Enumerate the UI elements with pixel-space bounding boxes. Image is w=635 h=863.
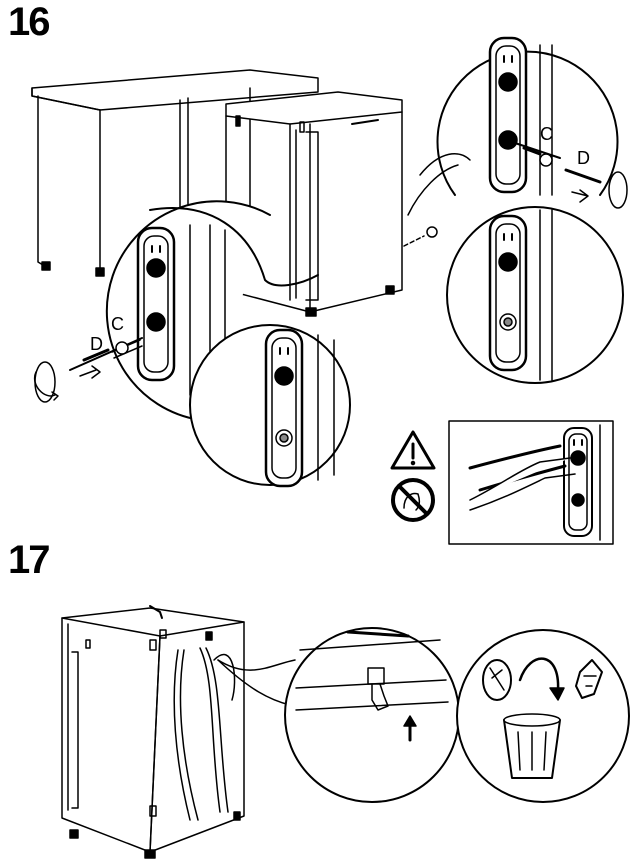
label-c-left: C <box>111 314 124 334</box>
zoom-circle-right-top: C D <box>407 36 628 216</box>
zoom-circle-right-bottom <box>446 206 624 384</box>
step-16-number: 16 <box>8 0 50 44</box>
no-touch-prohibition-icon <box>391 478 435 522</box>
warning-triangle-icon <box>390 430 436 470</box>
label-d-right: D <box>577 148 590 168</box>
step-17-number: 17 <box>8 538 50 582</box>
zoom-circle-lower-left <box>189 324 351 488</box>
label-c-right: C <box>540 124 553 144</box>
dishwasher-17 <box>61 605 245 859</box>
zoom-circle-left: C D <box>33 200 319 421</box>
label-d-left: D <box>90 334 103 354</box>
zoom-circle-17-right <box>456 629 630 803</box>
warning-detail-box <box>448 420 614 545</box>
zoom-circle-17-left <box>217 627 460 803</box>
dishwasher-16 <box>225 91 438 317</box>
